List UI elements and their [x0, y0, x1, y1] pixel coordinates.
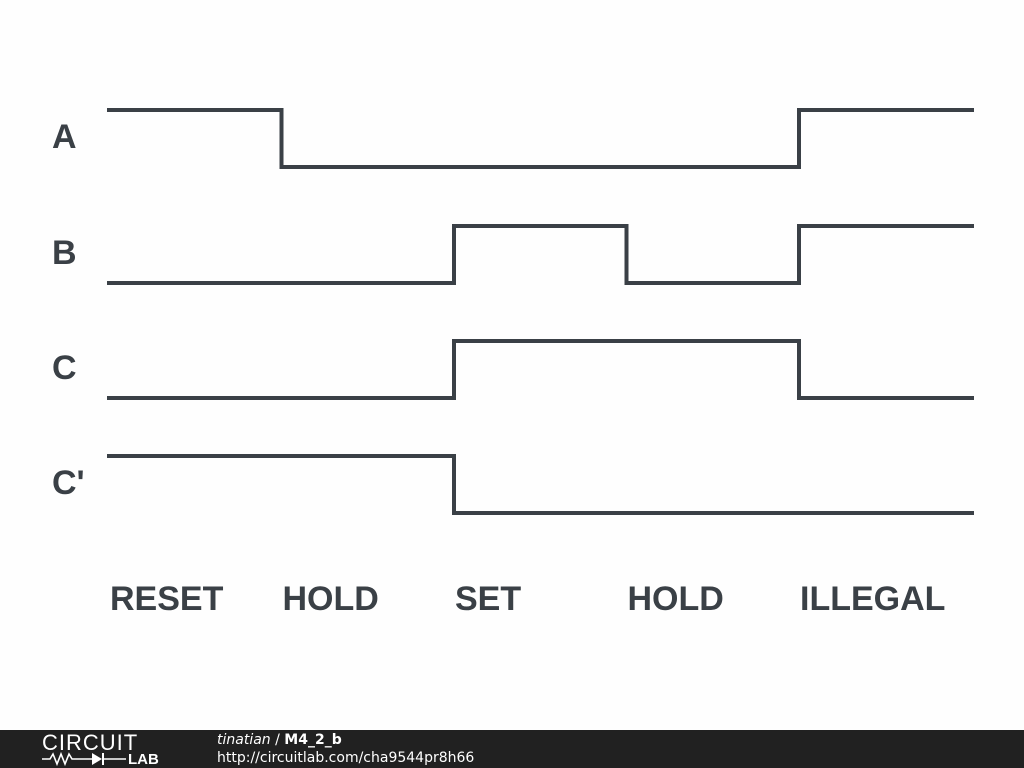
circuit-url-link[interactable]: http://circuitlab.com/cha9544pr8h66 — [217, 750, 475, 766]
signal-trace-b — [107, 224, 974, 285]
timing-diagram: A B C C' RESET HOLD SET HOLD ILLEGAL — [52, 108, 974, 618]
signal-trace-c — [107, 339, 974, 400]
signal-labels: A B C C' — [52, 118, 85, 502]
author-link[interactable]: tinatian — [217, 732, 271, 748]
signal-label-c: C — [52, 349, 77, 387]
signal-trace-a — [107, 108, 974, 169]
circuitlab-logo[interactable]: CIRCUIT LAB — [42, 730, 182, 768]
logo-wordmark-bottom: LAB — [128, 751, 159, 768]
phase-label-hold-2: HOLD — [283, 580, 379, 618]
phase-label-hold-4: HOLD — [628, 580, 724, 618]
phase-label-illegal-5: ILLEGAL — [800, 580, 945, 618]
resistor-diode-icon — [42, 752, 126, 766]
signal-label-a: A — [52, 118, 77, 156]
signal-trace-c-prime — [107, 454, 974, 515]
circuit-title[interactable]: M4_2_b — [284, 732, 342, 748]
phase-labels: RESET HOLD SET HOLD ILLEGAL — [110, 580, 945, 618]
phase-label-reset-1: RESET — [110, 580, 224, 618]
circuit-credit: tinatian / M4_2_b http://circuitlab.com/… — [217, 731, 474, 767]
logo-wordmark-top: CIRCUIT — [42, 730, 139, 755]
footer-bar: CIRCUIT LAB tinatian / M4_2_b http://cir… — [0, 730, 1024, 768]
credit-separator: / — [270, 732, 285, 748]
signal-label-b: B — [52, 234, 77, 272]
timing-diagram-canvas: A B C C' RESET HOLD SET HOLD ILLEGAL — [52, 108, 974, 618]
phase-label-set-3: SET — [455, 580, 521, 618]
signal-label-c-prime: C' — [52, 464, 85, 502]
signal-traces — [107, 108, 974, 515]
